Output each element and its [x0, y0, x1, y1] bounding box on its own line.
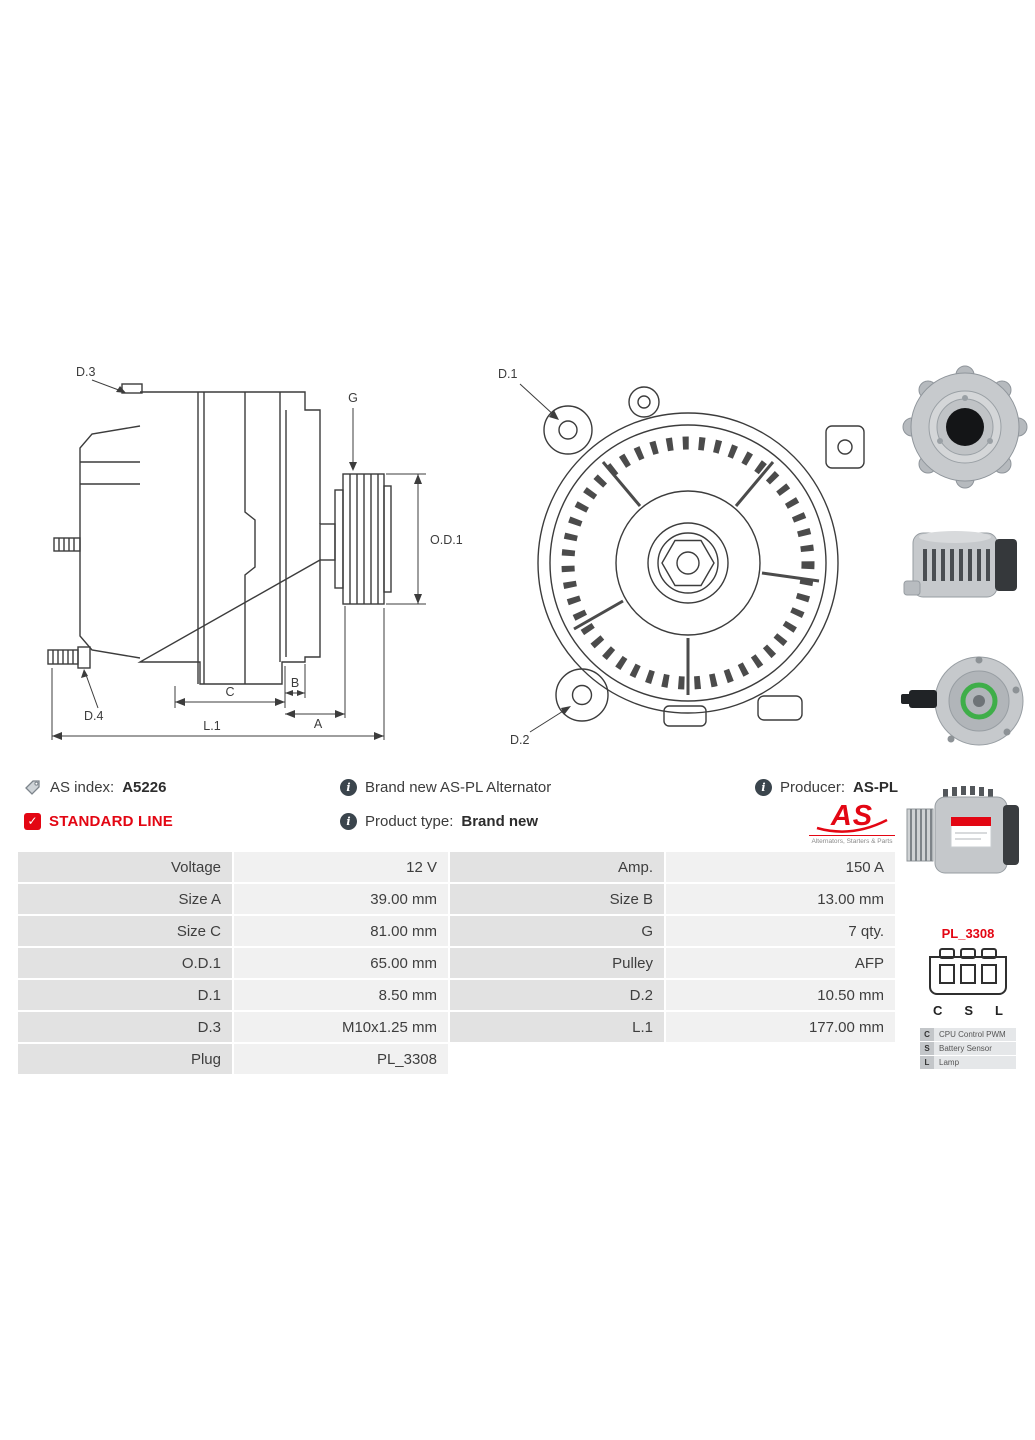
- spec-label: Plug: [18, 1044, 232, 1074]
- plug-pin-l: L: [995, 1003, 1003, 1018]
- dim-label-l1: L.1: [203, 719, 220, 733]
- logo-swoosh: [816, 818, 888, 833]
- tag-icon: [24, 778, 42, 796]
- producer-label: Producer:: [780, 778, 846, 796]
- spec-label: Amp.: [450, 852, 664, 882]
- spec-label: L.1: [450, 1012, 664, 1042]
- spec-label: D.1: [18, 980, 232, 1010]
- plug-pin-c: C: [933, 1003, 943, 1018]
- as-index-label: AS index:: [50, 778, 115, 796]
- spec-value: AFP: [666, 948, 895, 978]
- spec-label: O.D.1: [18, 948, 232, 978]
- standard-line-label: STANDARD LINE: [49, 812, 173, 830]
- spec-label: G: [450, 916, 664, 946]
- product-type-label: Product type:: [365, 812, 454, 830]
- spec-label: Pulley: [450, 948, 664, 978]
- info-icon: i: [340, 778, 357, 796]
- plug-pin-letters: C S L: [916, 1003, 1020, 1018]
- spec-value: PL_3308: [234, 1044, 448, 1074]
- producer-value: AS-PL: [853, 778, 899, 796]
- dim-label-a: A: [314, 717, 323, 731]
- dim-label-d4: D.4: [84, 709, 104, 723]
- product-photo-front: [899, 364, 1031, 494]
- spec-value: 13.00 mm: [666, 884, 895, 914]
- spec-label: Voltage: [18, 852, 232, 882]
- spec-value: 81.00 mm: [234, 916, 448, 946]
- spec-value: 150 A: [666, 852, 895, 882]
- as-index-value: A5226: [122, 778, 167, 796]
- spec-value: 12 V: [234, 852, 448, 882]
- checkbox-icon: ✓: [24, 812, 41, 830]
- spec-label-empty: [450, 1044, 664, 1074]
- legend-row: L Lamp: [920, 1056, 1016, 1069]
- legend-pin: L: [920, 1056, 934, 1069]
- producer-note: i Producer: AS-PL: [755, 776, 898, 798]
- spec-value: 10.50 mm: [666, 980, 895, 1010]
- standard-line-badge: ✓ STANDARD LINE: [24, 810, 173, 832]
- logo-text: AS: [830, 800, 874, 832]
- spec-label: Size A: [18, 884, 232, 914]
- legend-pin: S: [920, 1042, 934, 1055]
- legend-row: S Battery Sensor: [920, 1042, 1016, 1055]
- spec-label: D.2: [450, 980, 664, 1010]
- spec-label: Size B: [450, 884, 664, 914]
- legend-desc: Battery Sensor: [934, 1042, 1016, 1055]
- logo-tagline: Alternators, Starters & Parts: [809, 835, 895, 845]
- dim-label-d2: D.2: [510, 733, 530, 747]
- product-type-note: i Product type: Brand new: [340, 810, 538, 832]
- spec-value: 39.00 mm: [234, 884, 448, 914]
- product-photo-side: [899, 501, 1031, 631]
- plug-section: PL_3308 C S L C CPU Control PWM S: [916, 926, 1020, 1070]
- info-icon: i: [755, 778, 772, 796]
- spec-value-empty: [666, 1044, 895, 1074]
- plug-pin-s: S: [964, 1003, 974, 1018]
- plug-connector-drawing: [929, 948, 1007, 995]
- dim-label-c: C: [225, 685, 234, 699]
- as-index: AS index: A5226: [24, 776, 166, 798]
- product-photo-rear-plug: [899, 638, 1031, 768]
- spec-value: 65.00 mm: [234, 948, 448, 978]
- brand-new-note: i Brand new AS-PL Alternator: [340, 776, 551, 798]
- product-photo-side-pulley: [899, 775, 1031, 905]
- legend-pin: C: [920, 1028, 934, 1041]
- front-view-drawing: D.1 D.2: [498, 367, 865, 747]
- as-pl-logo: AS Alternators, Starters & Parts: [809, 800, 895, 845]
- dim-label-od1: O.D.1: [430, 533, 463, 547]
- brand-new-text: Brand new AS-PL Alternator: [365, 778, 552, 796]
- product-type-value: Brand new: [461, 812, 539, 830]
- dim-label-b: B: [291, 676, 299, 690]
- spec-label: Size C: [18, 916, 232, 946]
- product-photo-column: [896, 364, 1034, 912]
- spec-value: 7 qty.: [666, 916, 895, 946]
- spec-value: 177.00 mm: [666, 1012, 895, 1042]
- product-info-band: AS index: A5226 ✓ STANDARD LINE i Brand …: [18, 770, 898, 846]
- info-icon: i: [340, 812, 357, 830]
- plug-code: PL_3308: [941, 926, 995, 941]
- side-view-drawing: D.3 G O.D.1 C B A L.1 D.4: [47, 365, 463, 740]
- plug-legend: C CPU Control PWM S Battery Sensor L Lam…: [920, 1028, 1016, 1069]
- legend-row: C CPU Control PWM: [920, 1028, 1016, 1041]
- legend-desc: Lamp: [934, 1056, 1016, 1069]
- dim-label-d1: D.1: [498, 367, 518, 381]
- dim-label-d3: D.3: [76, 365, 96, 379]
- spec-value: 8.50 mm: [234, 980, 448, 1010]
- legend-desc: CPU Control PWM: [934, 1028, 1016, 1041]
- spec-label: D.3: [18, 1012, 232, 1042]
- spec-value: M10x1.25 mm: [234, 1012, 448, 1042]
- spec-table: Voltage 12 V Amp. 150 A Size A 39.00 mm …: [18, 852, 895, 1074]
- dim-label-g: G: [348, 391, 358, 405]
